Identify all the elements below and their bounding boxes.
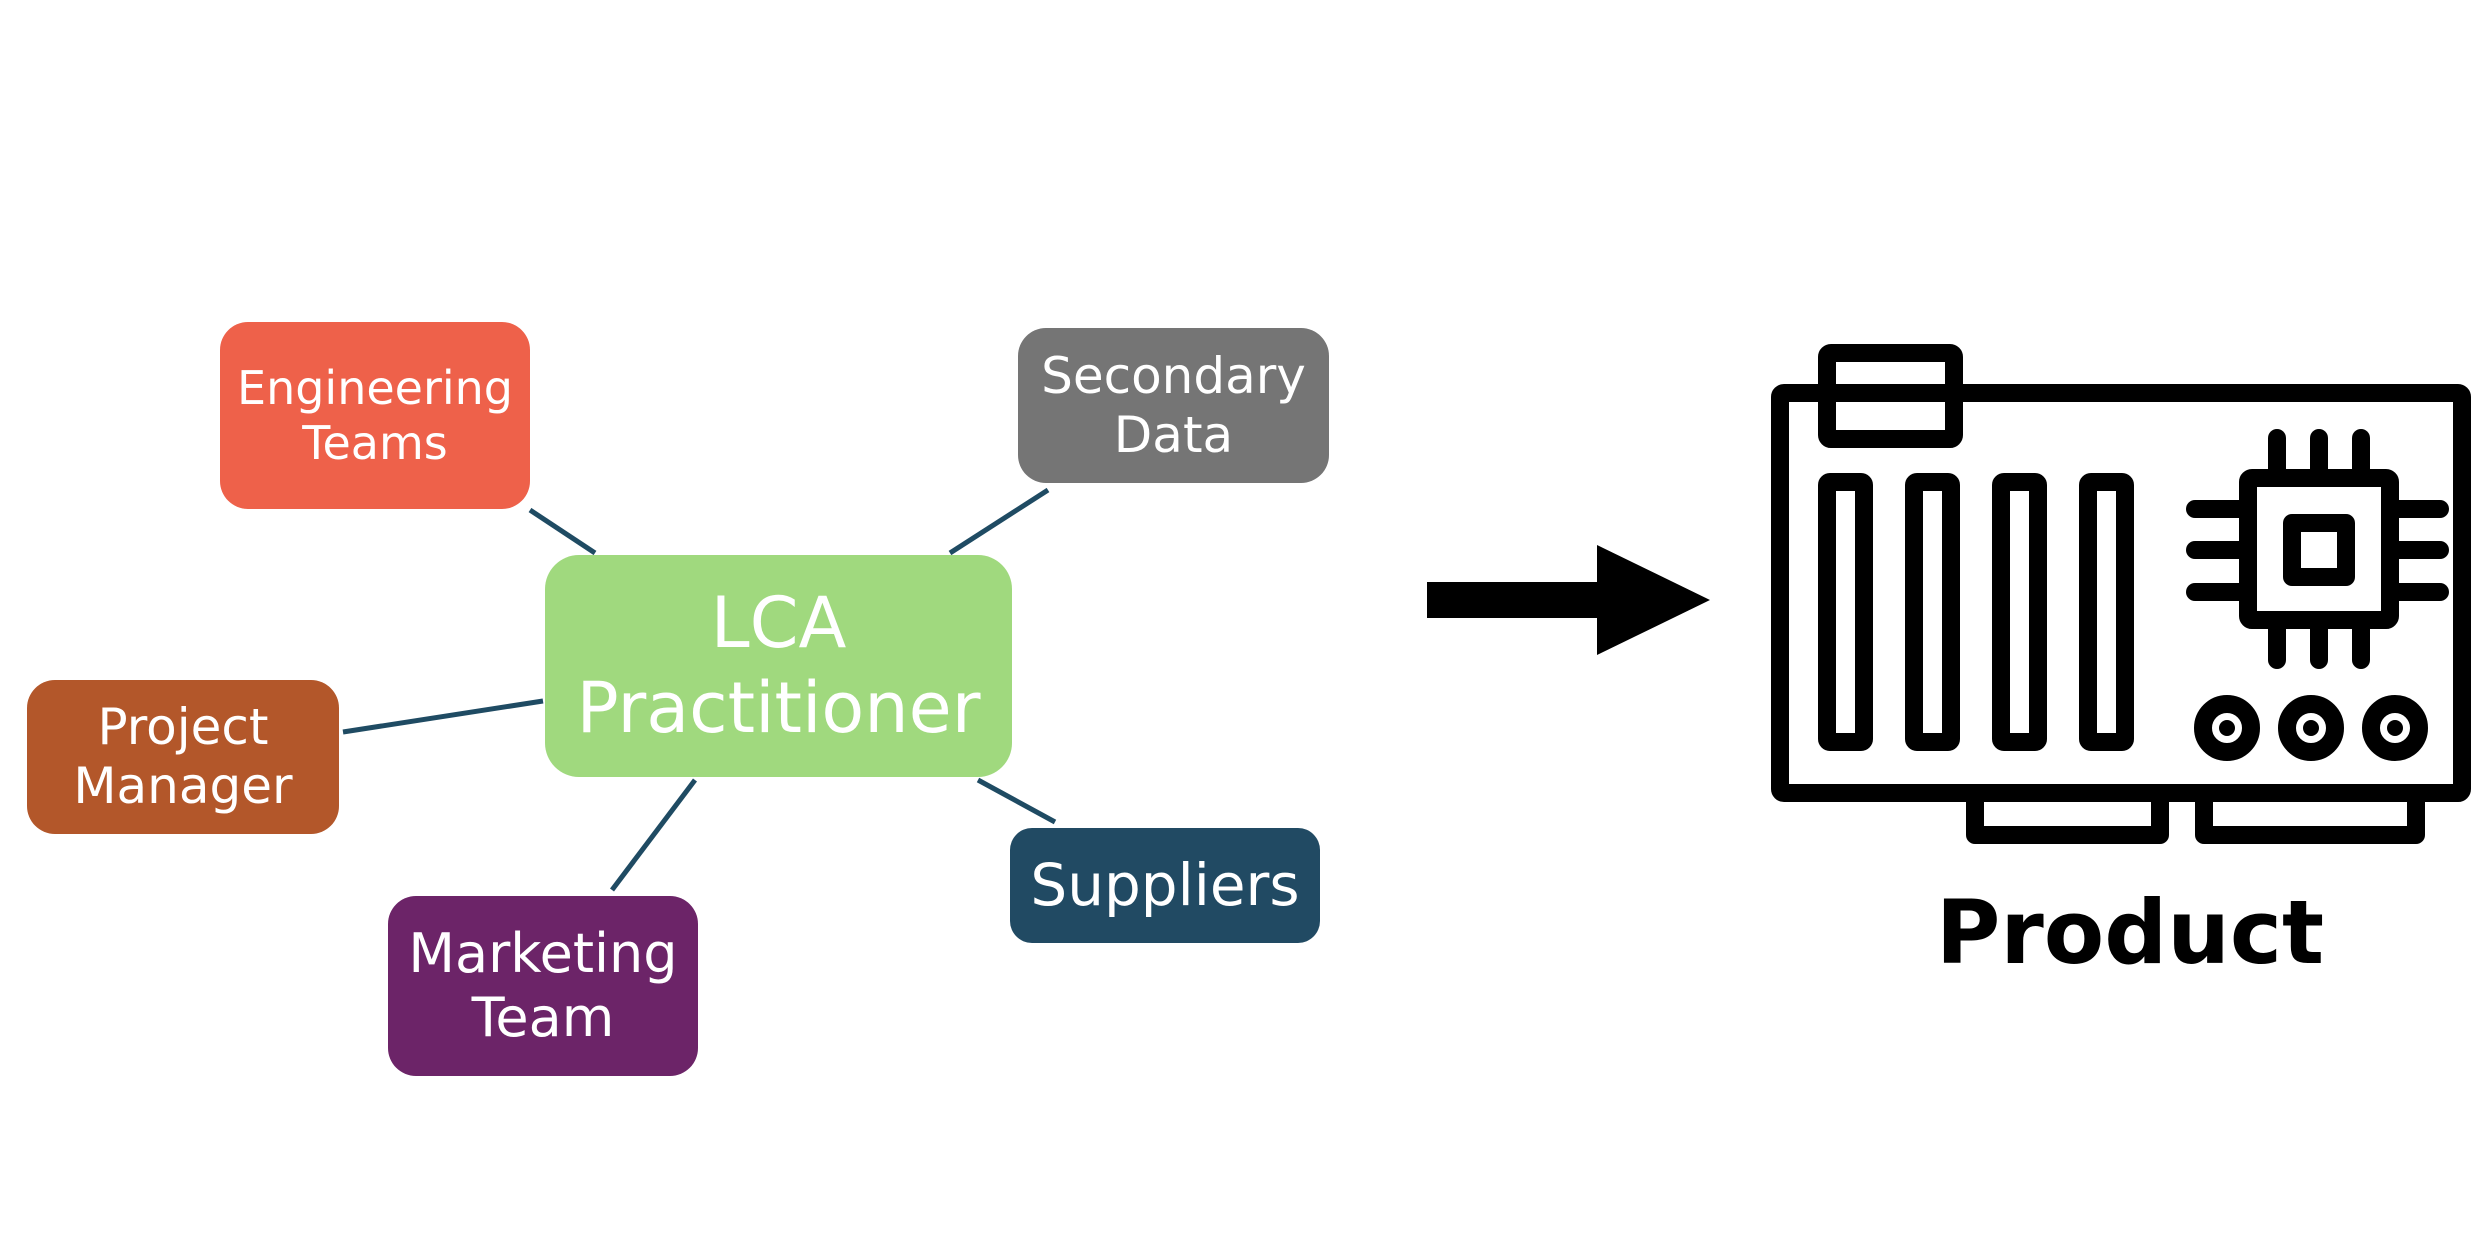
lca-practitioner-label-line1: LCA [710, 581, 847, 664]
marketing-team-label-line2: Team [471, 986, 615, 1049]
connector-marketing [610, 778, 697, 892]
project-manager-label-line2: Manager [73, 757, 293, 815]
board-outline [1771, 384, 2471, 802]
connector-engineering [528, 507, 597, 556]
lca-practitioner-node: LCA Practitioner [545, 555, 1012, 777]
component-circle-1 [2194, 695, 2260, 761]
arrow-shaft [1427, 582, 1607, 618]
connector-project [342, 698, 544, 735]
secondary-data-label-line2: Data [1113, 405, 1234, 464]
component-circle-3 [2362, 695, 2428, 761]
suppliers-node: Suppliers [1010, 828, 1320, 943]
slot-2 [1905, 473, 1960, 751]
suppliers-label: Suppliers [1030, 851, 1300, 920]
slot-1 [1818, 473, 1873, 751]
slot-3 [1992, 473, 2047, 751]
chip-body [2239, 469, 2399, 629]
lca-practitioner-label-line2: Practitioner [576, 667, 981, 749]
connector-suppliers [976, 777, 1057, 825]
board-top-tab [1818, 344, 1963, 448]
engineering-teams-node: Engineering Teams [220, 322, 530, 509]
connector-secondary [948, 487, 1050, 556]
marketing-team-node: Marketing Team [388, 896, 698, 1076]
project-manager-label-line1: Project [97, 698, 269, 756]
marketing-team-label-line1: Marketing [408, 922, 678, 986]
bottom-connector-left [1966, 784, 2169, 844]
component-circle-2 [2278, 695, 2344, 761]
right-arrow-icon [1427, 545, 1710, 655]
engineering-teams-label-line2: Teams [302, 415, 448, 470]
secondary-data-node: Secondary Data [1018, 328, 1329, 483]
product-label: Product [1935, 881, 2325, 984]
arrow-head [1597, 545, 1710, 655]
circuit-board-icon [1771, 344, 2471, 844]
bottom-connector-right [2195, 784, 2425, 844]
project-manager-node: Project Manager [27, 680, 339, 834]
chip-core [2283, 514, 2355, 586]
slot-4 [2079, 473, 2134, 751]
secondary-data-label-line1: Secondary [1041, 346, 1306, 405]
engineering-teams-label-line1: Engineering [237, 361, 513, 416]
